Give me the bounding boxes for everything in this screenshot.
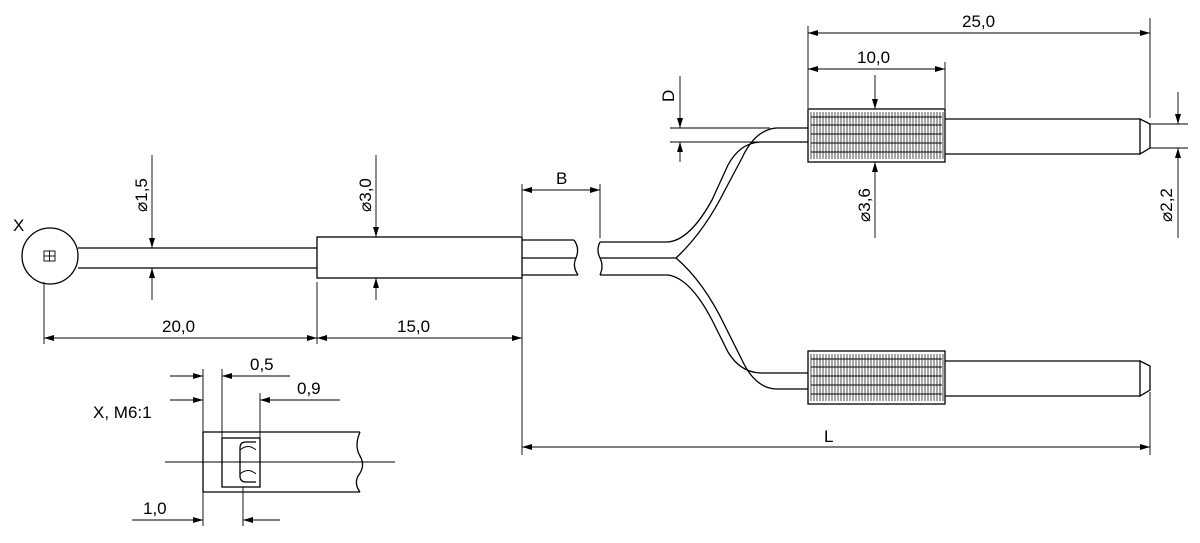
probe-sleeve <box>316 236 523 279</box>
dim-length-25-10: 25,0 10,0 <box>807 12 1151 118</box>
dim-dia-3-0: ⌀3,0 <box>356 155 379 300</box>
dim-25-label: 25,0 <box>962 12 995 31</box>
probe-tube <box>78 247 317 269</box>
dim-dia-2-2-label: ⌀2,2 <box>1157 188 1176 222</box>
dim-dia-1-5: ⌀1,5 <box>132 155 155 300</box>
dim-dia-3-6: ⌀3,6 <box>855 75 878 238</box>
dim-d: D <box>659 76 770 162</box>
cable-right <box>597 127 808 390</box>
dim-20-label: 20,0 <box>162 317 195 336</box>
lower-plug <box>807 350 1151 405</box>
sensor-tip: X <box>13 216 79 285</box>
dim-length-20-15: 20,0 15,0 <box>43 278 523 455</box>
view-label: X <box>13 216 24 235</box>
det-09-label: 0,9 <box>297 379 321 398</box>
dim-dia-3-0-label: ⌀3,0 <box>356 178 375 212</box>
det-05-label: 0,5 <box>250 355 274 374</box>
detail-label: X, M6:1 <box>93 403 152 422</box>
dim-dia-2-2: ⌀2,2 <box>1150 92 1188 238</box>
dim-d-label: D <box>659 90 678 102</box>
dim-l: L <box>522 392 1151 455</box>
dim-l-label: L <box>824 427 833 446</box>
dim-dia-1-5-label: ⌀1,5 <box>132 178 151 212</box>
dim-dia-3-6-label: ⌀3,6 <box>855 188 874 222</box>
dim-b: B <box>521 169 601 238</box>
dim-15-label: 15,0 <box>397 317 430 336</box>
upper-plug <box>807 108 1151 163</box>
dim-b-label: B <box>556 169 567 188</box>
dim-10-label: 10,0 <box>857 48 890 67</box>
det-10-label: 1,0 <box>143 499 167 518</box>
detail-view: X, M6:1 0,5 0,9 1,0 <box>93 355 395 526</box>
cable-left <box>522 239 579 276</box>
